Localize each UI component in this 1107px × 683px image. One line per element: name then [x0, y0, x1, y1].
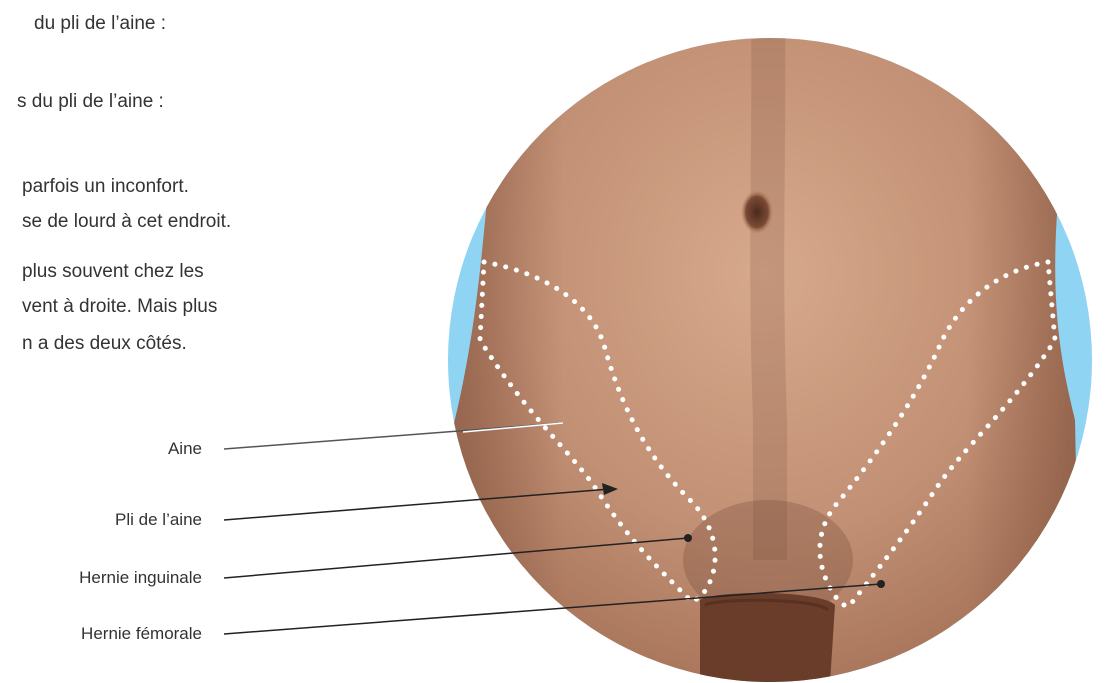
dot-hernie-inguinale — [684, 534, 692, 542]
navel — [741, 190, 773, 234]
label-pli-aine: Pli de l’aine — [60, 510, 202, 530]
dot-hernie-femorale — [877, 580, 885, 588]
torso-image — [450, 0, 1080, 683]
label-hernie-femorale: Hernie fémorale — [20, 624, 202, 644]
label-hernie-inguinale: Hernie inguinale — [20, 568, 202, 588]
label-aine: Aine — [100, 439, 202, 459]
